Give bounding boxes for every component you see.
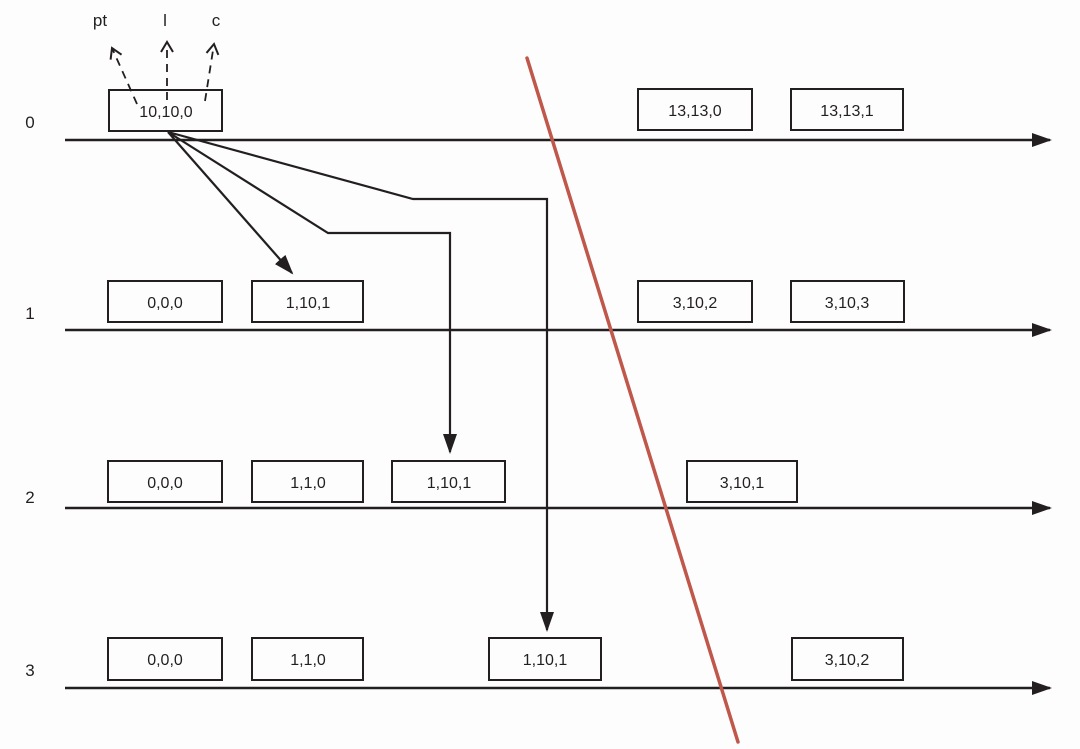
pointer-arrow-c (204, 42, 220, 102)
event-box: 1,10,1 (391, 460, 506, 503)
process-label-3: 3 (25, 661, 34, 680)
event-box: 1,1,0 (251, 637, 364, 681)
event-value: 13,13,1 (820, 103, 873, 120)
pointer-arrow-pt (109, 46, 138, 105)
event-value: 3,10,3 (825, 295, 870, 312)
message-arrow-to-process-3 (167, 130, 554, 632)
event-value: 1,1,0 (290, 475, 326, 492)
event-value: 3,10,2 (825, 652, 870, 669)
event-box: 0,0,0 (107, 460, 223, 503)
event-box: 3,10,2 (637, 280, 753, 323)
process-label-2: 2 (25, 488, 34, 507)
event-value: 0,0,0 (147, 475, 183, 492)
event-box: 3,10,2 (791, 637, 904, 681)
event-box: 1,1,0 (251, 460, 364, 503)
event-box: 1,10,1 (251, 280, 364, 323)
event-value: 13,13,0 (668, 103, 721, 120)
event-box: 3,10,1 (686, 460, 798, 503)
event-value: 1,1,0 (290, 652, 326, 669)
field-label-c: c (212, 11, 221, 30)
event-box: 10,10,0 (108, 89, 223, 132)
event-value: 1,10,1 (427, 475, 472, 492)
cut-line (525, 56, 740, 744)
event-value: 1,10,1 (286, 295, 331, 312)
message-arrow-to-process-2 (167, 131, 457, 454)
field-label-pt: pt (93, 11, 107, 30)
event-value: 1,10,1 (523, 652, 568, 669)
field-label-l: l (163, 11, 167, 30)
event-box: 1,10,1 (488, 637, 602, 681)
event-value: 3,10,2 (673, 295, 718, 312)
event-box: 13,13,1 (790, 88, 904, 131)
event-box: 0,0,0 (107, 280, 223, 323)
message-arrow-to-process-1 (167, 131, 294, 275)
event-box: 3,10,3 (790, 280, 905, 323)
event-value: 3,10,1 (720, 475, 765, 492)
event-value: 0,0,0 (147, 295, 183, 312)
event-box: 0,0,0 (107, 637, 223, 681)
process-label-1: 1 (25, 304, 34, 323)
process-label-0: 0 (25, 113, 34, 132)
event-box: 13,13,0 (637, 88, 753, 131)
event-value: 10,10,0 (139, 104, 192, 121)
event-value: 0,0,0 (147, 652, 183, 669)
